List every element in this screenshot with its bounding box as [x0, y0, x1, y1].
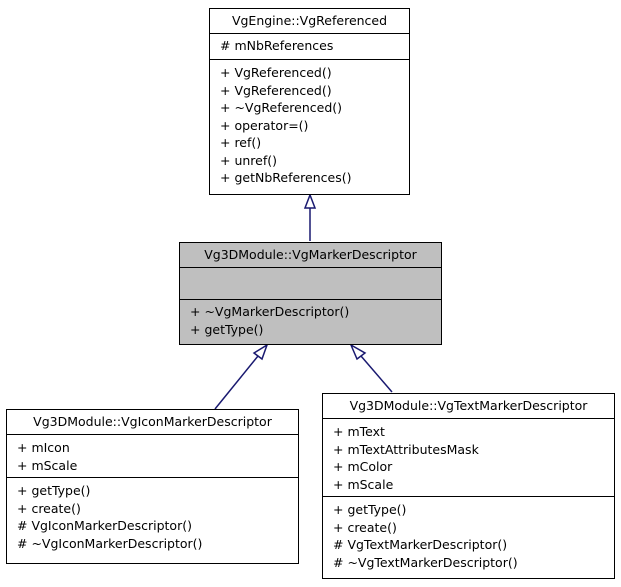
method: + getType() [190, 321, 264, 337]
edge-icon-to-marker-arrowhead [252, 343, 269, 361]
method: + getType() [333, 502, 407, 517]
attributes-section: # mNbReferences [210, 34, 409, 60]
method: + create() [17, 500, 81, 516]
class-name: Vg3DModule::VgIconMarkerDescriptor [7, 410, 298, 435]
attribute: + mText [333, 424, 385, 439]
method: + ~VgMarkerDescriptor() [190, 304, 350, 319]
edge-text-to-marker-arrowhead [349, 343, 367, 361]
class-name: Vg3DModule::VgMarkerDescriptor [180, 243, 441, 268]
method: + ~VgReferenced() [220, 100, 343, 115]
class-box-vg-text-marker-descriptor[interactable]: Vg3DModule::VgTextMarkerDescriptor + mTe… [322, 393, 615, 579]
attribute: + mTextAttributesMask [333, 441, 479, 457]
class-box-vg-marker-descriptor[interactable]: Vg3DModule::VgMarkerDescriptor + ~VgMark… [179, 242, 442, 345]
methods-section: + ~VgMarkerDescriptor() + getType() [180, 300, 441, 341]
class-name: Vg3DModule::VgTextMarkerDescriptor [323, 394, 614, 419]
method: + ref() [220, 135, 262, 150]
class-box-vg-icon-marker-descriptor[interactable]: Vg3DModule::VgIconMarkerDescriptor + mIc… [6, 409, 299, 564]
attribute: # mNbReferences [220, 38, 334, 53]
attribute: + mColor [333, 459, 393, 474]
methods-section: + VgReferenced() + VgReferenced() + ~VgR… [210, 60, 409, 190]
edge-text-to-marker [360, 355, 393, 393]
method: + getType() [17, 483, 91, 498]
attribute: + mScale [17, 457, 78, 473]
method: # VgIconMarkerDescriptor() [17, 518, 192, 533]
class-box-vg-referenced[interactable]: VgEngine::VgReferenced # mNbReferences +… [209, 8, 410, 195]
methods-section: + getType() + create() # VgIconMarkerDes… [7, 478, 298, 555]
method: + operator=() [220, 117, 309, 133]
method: # ~VgIconMarkerDescriptor() [17, 535, 203, 551]
attribute: + mIcon [17, 440, 70, 455]
attributes-section: + mText + mTextAttributesMask + mColor +… [323, 419, 614, 497]
methods-section: + getType() + create() # VgTextMarkerDes… [323, 497, 614, 574]
class-name: VgEngine::VgReferenced [210, 9, 409, 34]
attributes-section [180, 268, 441, 300]
edge-icon-to-marker [214, 355, 259, 410]
method: # VgTextMarkerDescriptor() [333, 537, 508, 552]
method: + unref() [220, 152, 278, 168]
method: + VgReferenced() [220, 82, 332, 98]
edge-marker-to-referenced-arrowhead [303, 192, 317, 209]
method: + VgReferenced() [220, 65, 332, 80]
attribute: + mScale [333, 476, 394, 492]
method: + create() [333, 519, 397, 535]
method: + getNbReferences() [220, 170, 352, 185]
attributes-section: + mIcon + mScale [7, 435, 298, 478]
method: # ~VgTextMarkerDescriptor() [333, 554, 518, 570]
